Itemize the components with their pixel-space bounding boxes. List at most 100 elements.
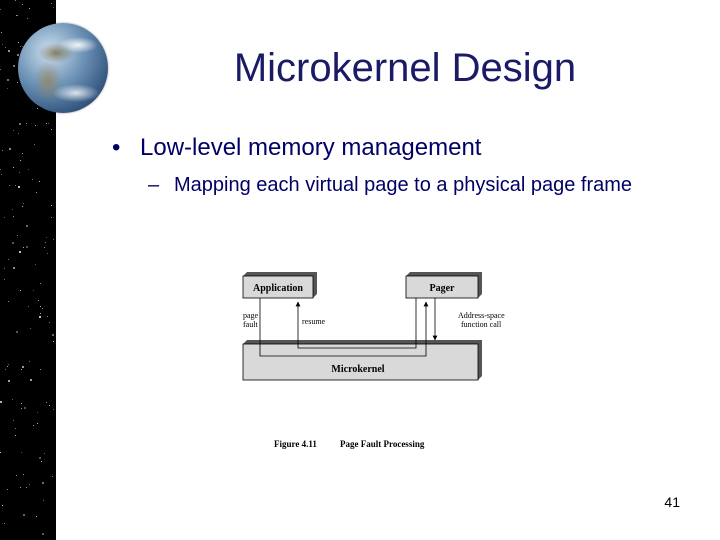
star (53, 341, 54, 342)
application-box: Application (243, 272, 317, 298)
star (0, 452, 1, 453)
star (4, 279, 5, 280)
star (22, 4, 23, 5)
star (26, 246, 28, 248)
star (39, 457, 41, 459)
star (2, 150, 3, 151)
page-fault-diagram: Application Pager Microkernel page fault… (230, 262, 530, 462)
sub-bullet-marker: – (148, 172, 159, 199)
star (51, 205, 52, 206)
figure-caption-text: Page Fault Processing (340, 439, 425, 449)
bullet-text: Low-level memory management (140, 134, 481, 161)
star (15, 185, 16, 186)
microkernel-box: Microkernel (243, 340, 482, 380)
star (48, 123, 49, 124)
star (52, 334, 54, 336)
star (40, 369, 41, 370)
star (20, 487, 21, 488)
star (4, 268, 5, 269)
star (20, 46, 21, 47)
star (24, 407, 26, 409)
star (33, 290, 34, 291)
star (30, 379, 32, 381)
star (2, 505, 3, 506)
star (51, 129, 52, 130)
star (36, 192, 37, 193)
star (21, 452, 22, 453)
star (18, 133, 19, 134)
sub-bullet-mapping: – Mapping each virtual page to a physica… (148, 172, 688, 199)
microkernel-label: Microkernel (331, 364, 384, 375)
star (12, 399, 13, 400)
bullet-marker: • (112, 133, 140, 163)
star (9, 185, 10, 186)
star (8, 364, 9, 365)
star (7, 79, 9, 81)
star (5, 369, 6, 370)
star (23, 514, 25, 516)
star (13, 167, 14, 168)
pager-label: Pager (430, 283, 456, 294)
star (42, 533, 44, 535)
star (44, 247, 45, 248)
star (42, 482, 44, 484)
star (16, 475, 17, 476)
page-fault-label-line1: page (243, 311, 259, 320)
star (37, 423, 38, 424)
star (45, 242, 46, 243)
star (13, 130, 14, 131)
star (40, 313, 41, 314)
resume-label: resume (302, 317, 326, 326)
star (40, 306, 41, 307)
star (13, 216, 14, 217)
star (26, 123, 27, 124)
star (20, 290, 21, 291)
star (2, 44, 3, 45)
bullet-low-level-memory: •Low-level memory management (112, 133, 481, 163)
star (47, 316, 48, 317)
page-number: 41 (640, 494, 680, 510)
sub-bullet-text: Mapping each virtual page to a physical … (148, 172, 688, 199)
star (8, 301, 9, 302)
star (18, 42, 19, 43)
star (21, 369, 22, 370)
star (0, 9, 1, 10)
star (21, 408, 22, 409)
star (29, 484, 30, 485)
star (23, 203, 24, 204)
star (0, 401, 2, 403)
star (17, 82, 18, 83)
star (34, 144, 35, 145)
star (38, 300, 39, 301)
star (39, 316, 41, 318)
star (13, 420, 14, 421)
star (22, 153, 23, 154)
star (53, 409, 54, 410)
star (13, 267, 15, 269)
star (7, 489, 8, 490)
star (8, 380, 10, 382)
star (47, 253, 48, 254)
star (30, 328, 31, 329)
star (12, 242, 14, 244)
star (8, 50, 10, 52)
star (41, 461, 42, 462)
star (26, 225, 28, 227)
star (7, 366, 8, 367)
star (15, 435, 16, 436)
star (49, 322, 50, 323)
star (4, 217, 5, 218)
star (46, 123, 47, 124)
star (22, 206, 23, 207)
star (40, 283, 41, 284)
star (37, 108, 38, 109)
star (28, 306, 29, 307)
earth-globe-image (18, 23, 108, 113)
star (49, 405, 50, 406)
star (0, 69, 1, 70)
star (29, 8, 30, 9)
star (51, 217, 52, 218)
star (4, 523, 5, 524)
star (12, 209, 13, 210)
star (9, 148, 11, 150)
